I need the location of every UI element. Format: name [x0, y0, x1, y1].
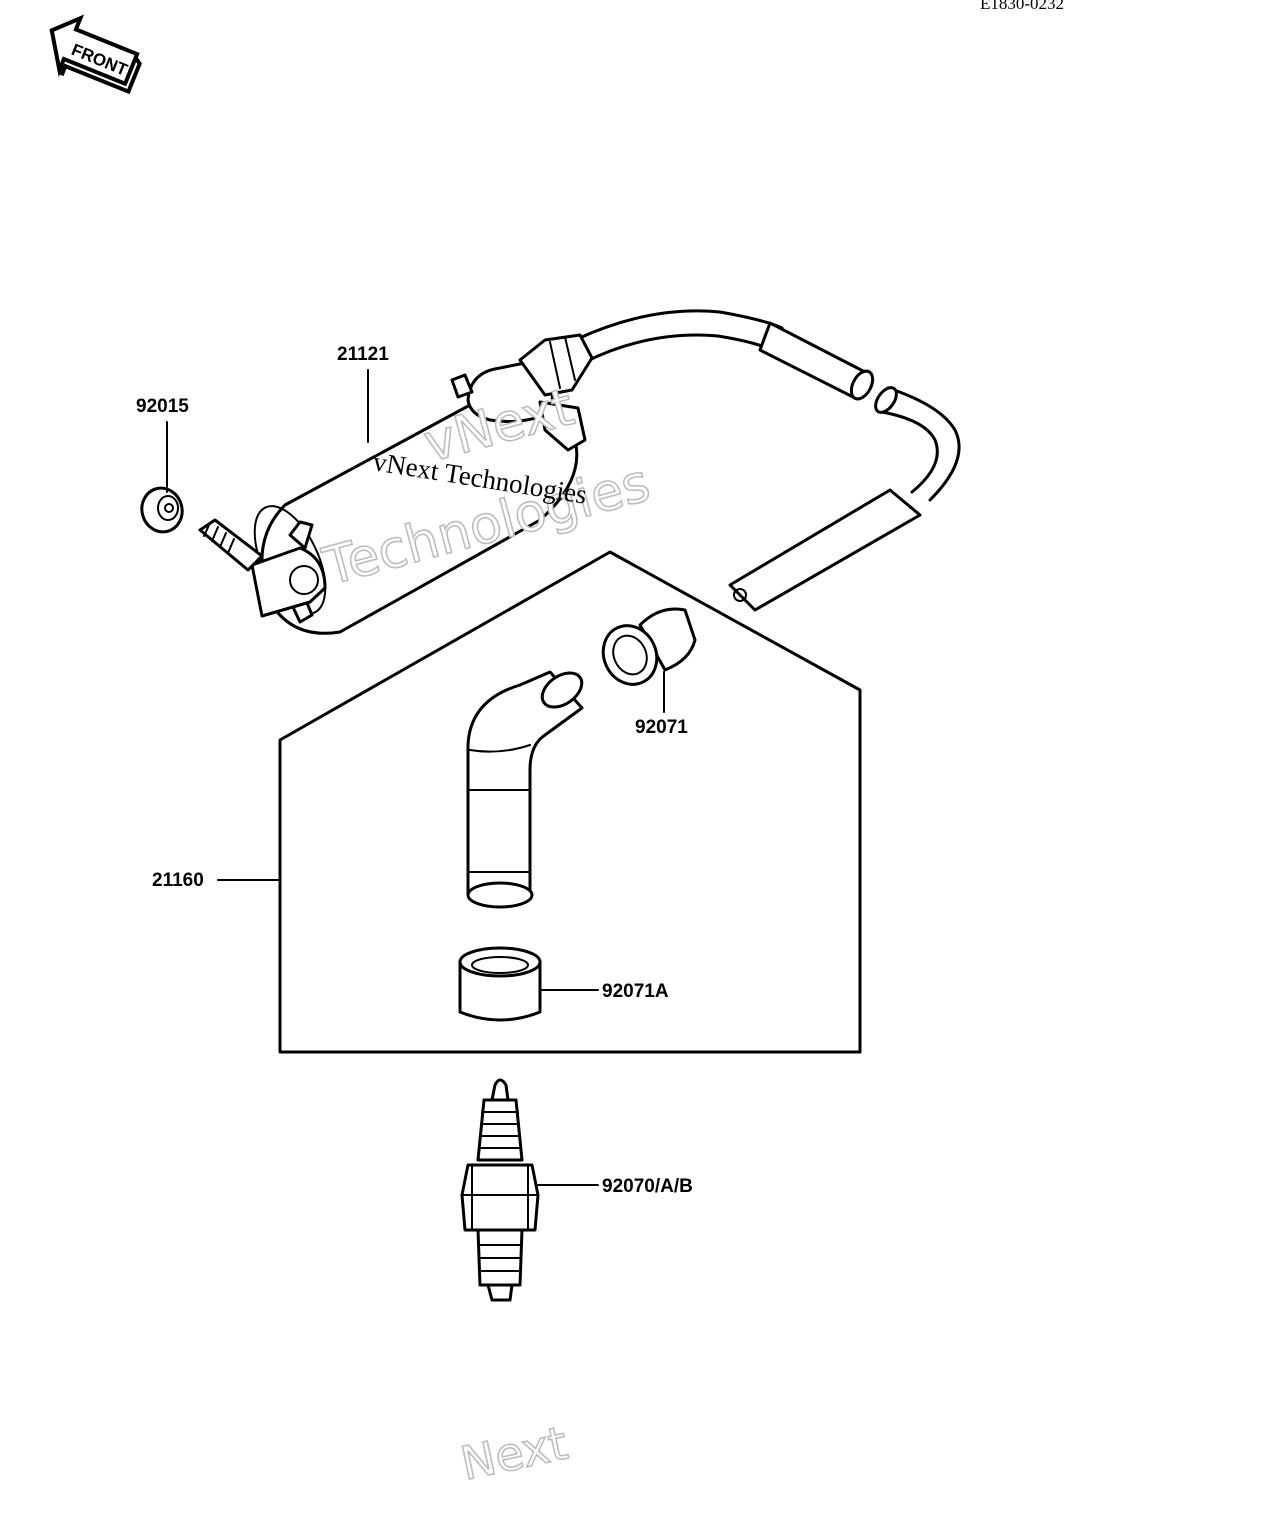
cap-seal-drawing — [458, 946, 542, 1022]
drawing-code: E1830-0232 — [980, 0, 1064, 13]
part-label-spark-plug: 92070/A/B — [602, 1176, 693, 1197]
leader-lines — [166, 369, 665, 1186]
part-label-ignition-coil: 21121 — [337, 344, 389, 365]
plug-cap-bracket-drawing — [278, 550, 862, 1054]
part-label-cap-seal: 92071A — [602, 981, 669, 1002]
watermark: vNext Technologies vNext Technologies Ne… — [316, 376, 657, 1491]
part-label-nut: 92015 — [136, 396, 189, 417]
cable-seal-drawing — [601, 607, 697, 686]
part-label-plug-cap-assembly: 21160 — [152, 870, 204, 891]
watermark-bottom: Next — [456, 1416, 572, 1491]
front-arrow-icon: FRONT — [49, 14, 142, 95]
part-label-cable-seal: 92071 — [635, 717, 688, 738]
ignition-coil-drawing — [140, 309, 875, 635]
high-tension-lead-drawing — [728, 386, 961, 612]
spark-plug-drawing — [460, 1078, 540, 1302]
plug-cap-drawing — [466, 670, 584, 909]
